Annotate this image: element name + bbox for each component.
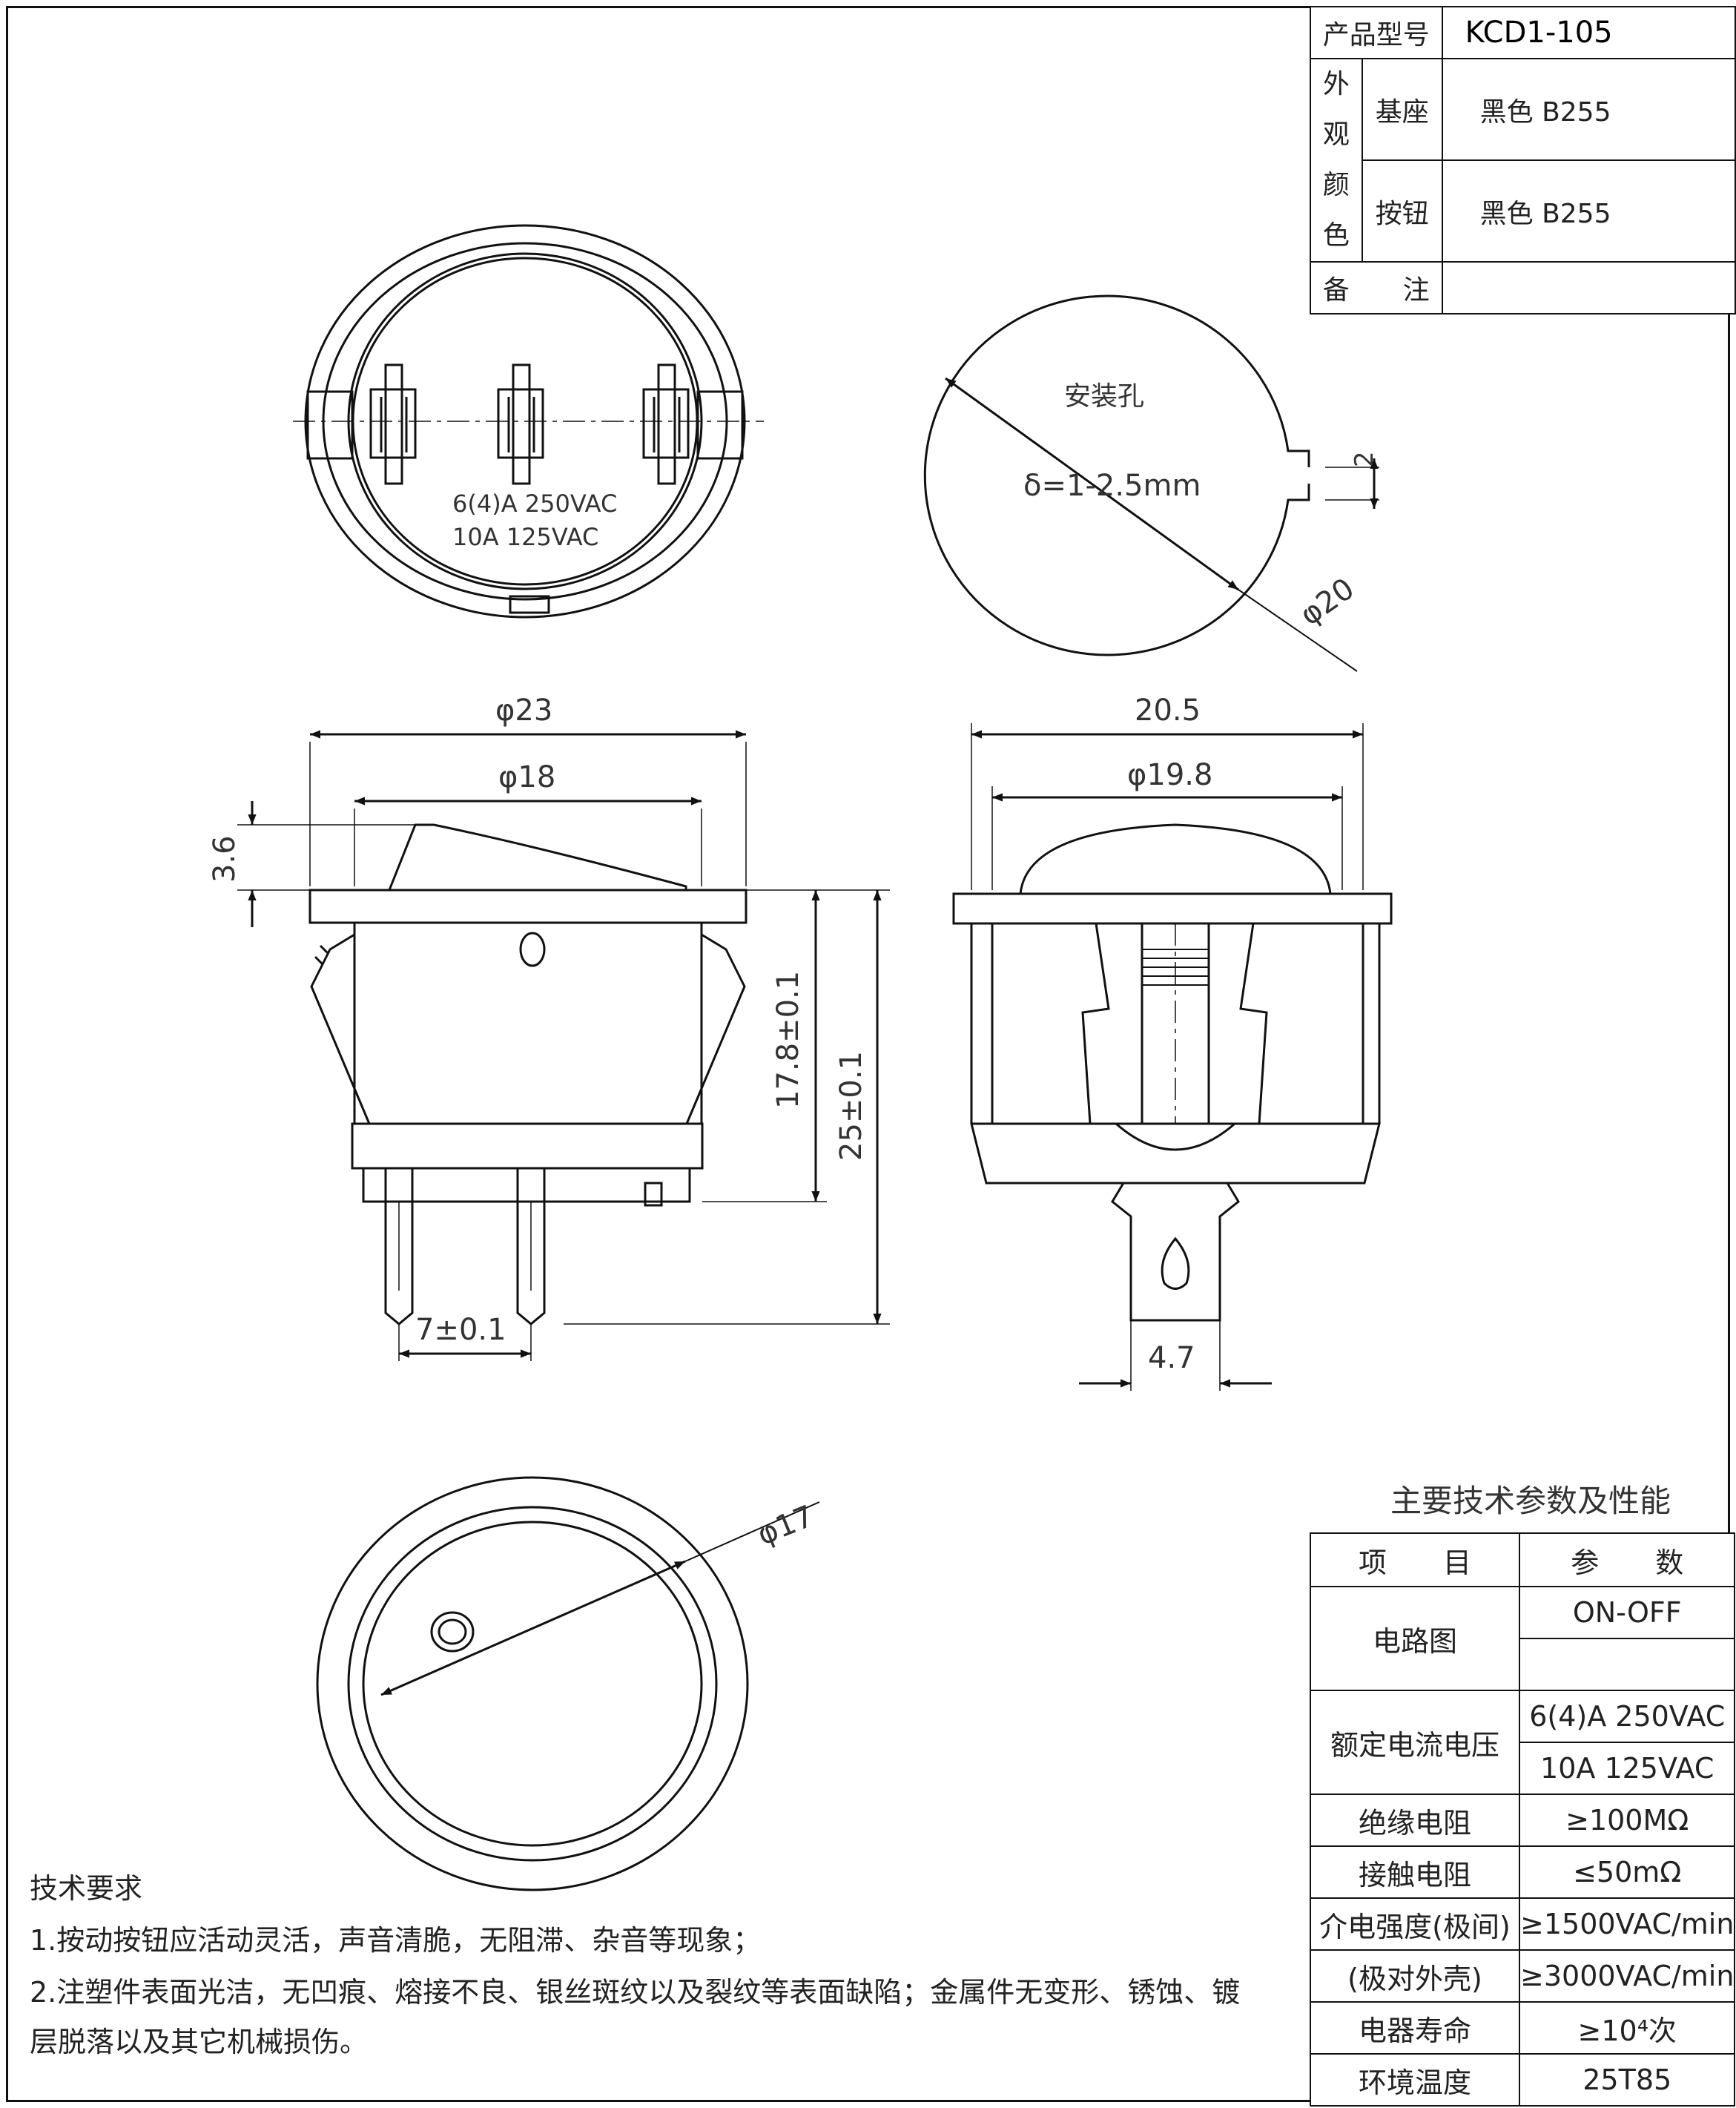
params-title: 主要技术参数及性能 [1390,1483,1671,1519]
params-table: 项 目 参 数 电路图 ON-OFF 额定电流电压 6(4)A 250VAC 1… [1310,1532,1736,2107]
circuit-symbol-cell [1518,1638,1736,1691]
thickness-label: δ=1-2.5mm [1023,469,1201,503]
requirement-item-3: 层脱落以及其它机械损伤。 [30,2026,369,2058]
contact-label: 接触电阻 [1310,1845,1520,1899]
dielectric-label-1: 介电强度(极间) [1310,1897,1520,1951]
button-height-label: 3.6 [208,835,242,883]
life-value: ≥10⁴次 [1518,2001,1736,2055]
front-view [952,723,1393,1391]
top-terminal-right [642,363,690,485]
top-view [293,224,764,619]
side-view [237,730,890,1361]
button-value: 黑色 B255 [1441,159,1736,263]
drawing-border [6,6,1730,2102]
rating-label-line2: 10A 125VAC [452,523,599,551]
temp-label: 环境温度 [1310,2053,1520,2107]
inner-diameter-label: φ18 [498,760,556,794]
top-terminal-left [369,363,417,485]
dielectric-label-2: (极对外壳) [1310,1949,1520,2003]
remark-value [1441,261,1736,314]
rating-label: 额定电流电压 [1310,1690,1520,1795]
model-value: KCD1-105 [1441,6,1736,59]
circuit-value: ON-OFF [1518,1586,1736,1639]
total-height-label: 25±0.1 [834,1050,868,1161]
requirement-item-2: 2.注塑件表面光洁，无凹痕、熔接不良、银丝斑纹以及裂纹等表面缺陷；金属件无变形、… [30,1976,1241,2009]
outer-diameter-label: φ23 [495,694,553,728]
color-label: 颜色 [1322,170,1350,251]
dielectric-value-2: ≥3000VAC/min [1518,1949,1736,2003]
requirement-item-1: 1.按动按钮应活动灵活，声音清脆，无阻滞、杂音等现象； [30,1924,762,1957]
side-terminal-left [384,1168,414,1325]
mounting-hole-title: 安装孔 [1064,381,1145,412]
bottom-view [316,1476,820,1891]
insulation-label: 绝缘电阻 [1310,1794,1520,1847]
model-label: 产品型号 [1310,6,1443,59]
base-value: 黑色 B255 [1441,58,1736,161]
mounting-hole-view [923,294,1379,672]
life-label: 电器寿命 [1310,2001,1520,2055]
top-terminal-middle [497,363,544,485]
front-width-label: 20.5 [1135,694,1201,728]
params-header-item: 项 目 [1310,1532,1520,1587]
dielectric-value-1: ≥1500VAC/min [1518,1897,1736,1951]
appearance-label: 外观 [1322,69,1350,150]
rating-label-line1: 6(4)A 250VAC [452,490,618,518]
temp-value: 25T85 [1518,2053,1736,2107]
insulation-value: ≥100MΩ [1518,1794,1736,1847]
remark-label: 备 注 [1310,261,1443,314]
appearance-color-label: 外观 颜色 [1310,58,1363,263]
base-label: 基座 [1361,58,1443,161]
button-label: 按钮 [1361,159,1443,263]
side-terminal-middle [516,1168,546,1325]
front-diameter-label: φ19.8 [1127,758,1213,792]
requirements-title: 技术要求 [30,1872,143,1905]
pin-pitch-label: 7±0.1 [415,1313,506,1347]
rating-value-2: 10A 125VAC [1518,1742,1736,1795]
title-block: 产品型号 KCD1-105 外观 颜色 基座 黑色 B255 按钮 黑色 B25… [1310,6,1736,314]
circuit-label: 电路图 [1310,1586,1520,1691]
body-height-label: 17.8±0.1 [771,970,805,1109]
key-width-label: 2 [1350,451,1379,467]
contact-value: ≤50mΩ [1518,1845,1736,1899]
terminal-width-label: 4.7 [1148,1341,1195,1375]
params-header-value: 参 数 [1518,1532,1736,1587]
rating-value-1: 6(4)A 250VAC [1518,1690,1736,1743]
